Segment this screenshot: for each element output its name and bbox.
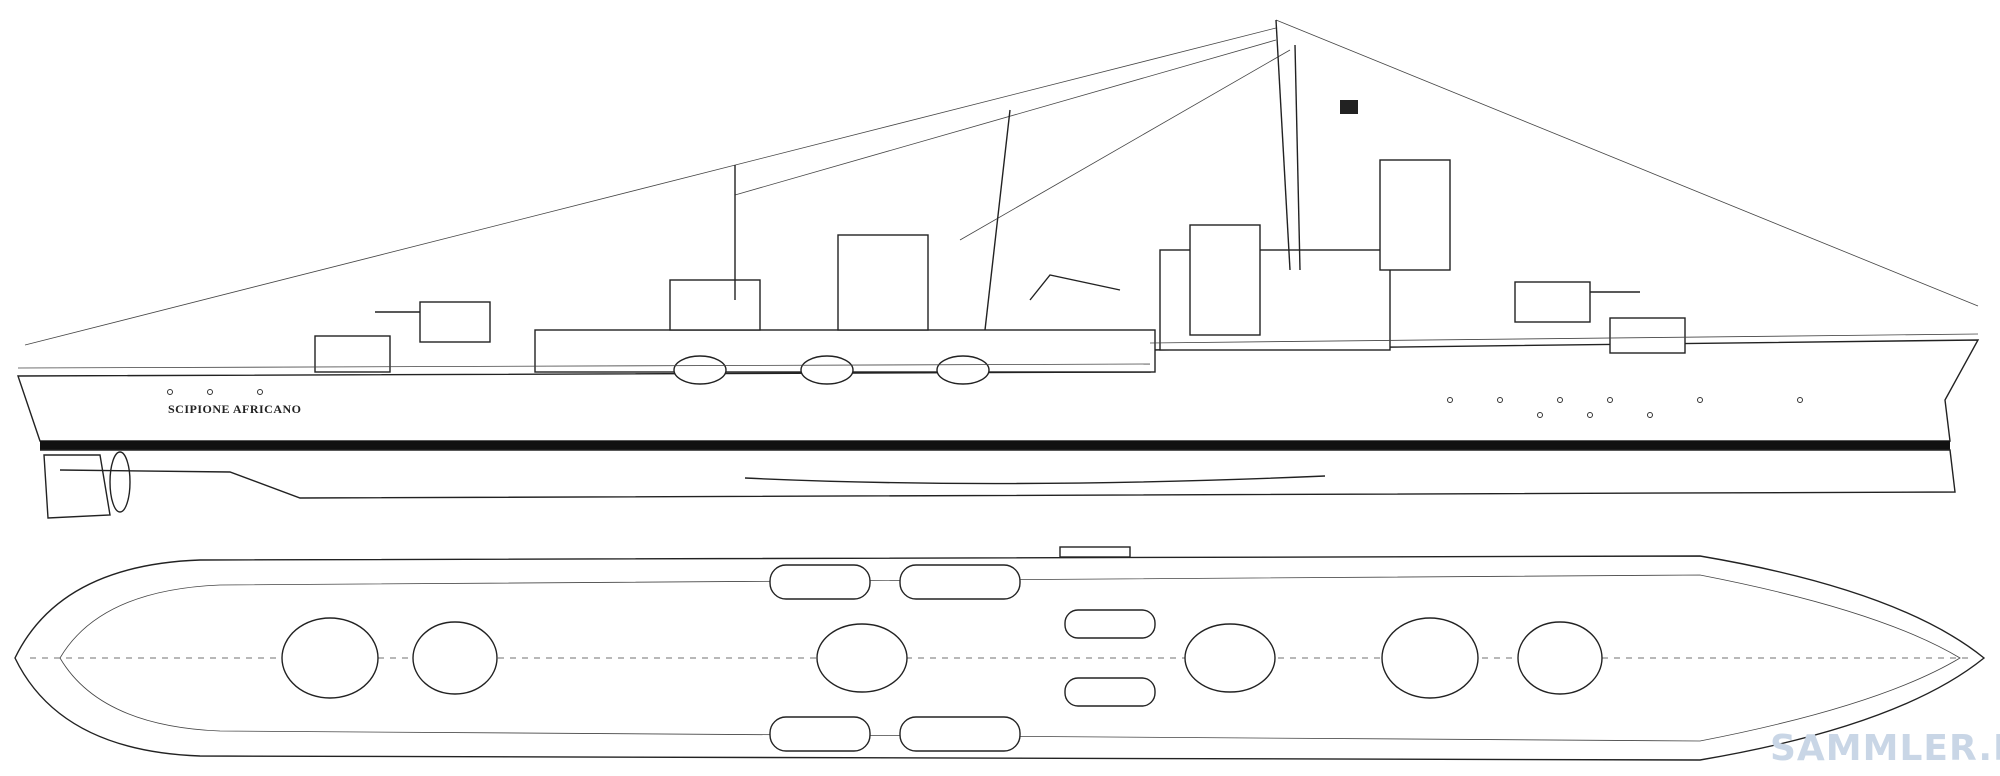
aft-turret-low [314, 335, 391, 373]
waterline-band [40, 441, 1950, 450]
profile-view [17, 19, 1980, 519]
flag [1340, 100, 1358, 114]
bilge-keel [744, 475, 1326, 485]
carley-float [800, 355, 854, 385]
underwater-hull [40, 449, 1956, 499]
ship-name-label: SCIPIONE AFRICANO [168, 402, 302, 416]
propeller [109, 451, 131, 513]
funnel-plan [816, 623, 908, 693]
crane [1029, 274, 1121, 301]
deck-grating [1059, 546, 1131, 558]
boats-plan [769, 564, 1156, 752]
fire-control-tower [1379, 159, 1451, 271]
turret-plan [412, 621, 498, 695]
watermark: SAMMLER.RU [1770, 728, 2000, 769]
kingpost [984, 109, 1011, 331]
plan-view [14, 546, 1986, 761]
forestay [1275, 19, 1979, 307]
turret-plan [281, 617, 379, 699]
turret-plan [1517, 621, 1603, 695]
forward-turret [1609, 317, 1686, 354]
carley-float [936, 355, 990, 385]
main-mast [1275, 19, 1291, 271]
aft-turret [419, 301, 491, 343]
stay [959, 49, 1291, 241]
rudder [43, 454, 111, 519]
stay [734, 39, 1277, 196]
forward-turret-high [1514, 281, 1591, 323]
forward-funnel [837, 234, 929, 331]
funnel-plan [1184, 623, 1276, 693]
backstay [24, 27, 1277, 346]
deck-outline [14, 555, 1986, 761]
carley-float [673, 355, 727, 385]
aft-deckhouse [669, 279, 761, 331]
aft-funnel [1189, 224, 1261, 336]
turret-plan [1381, 617, 1479, 699]
